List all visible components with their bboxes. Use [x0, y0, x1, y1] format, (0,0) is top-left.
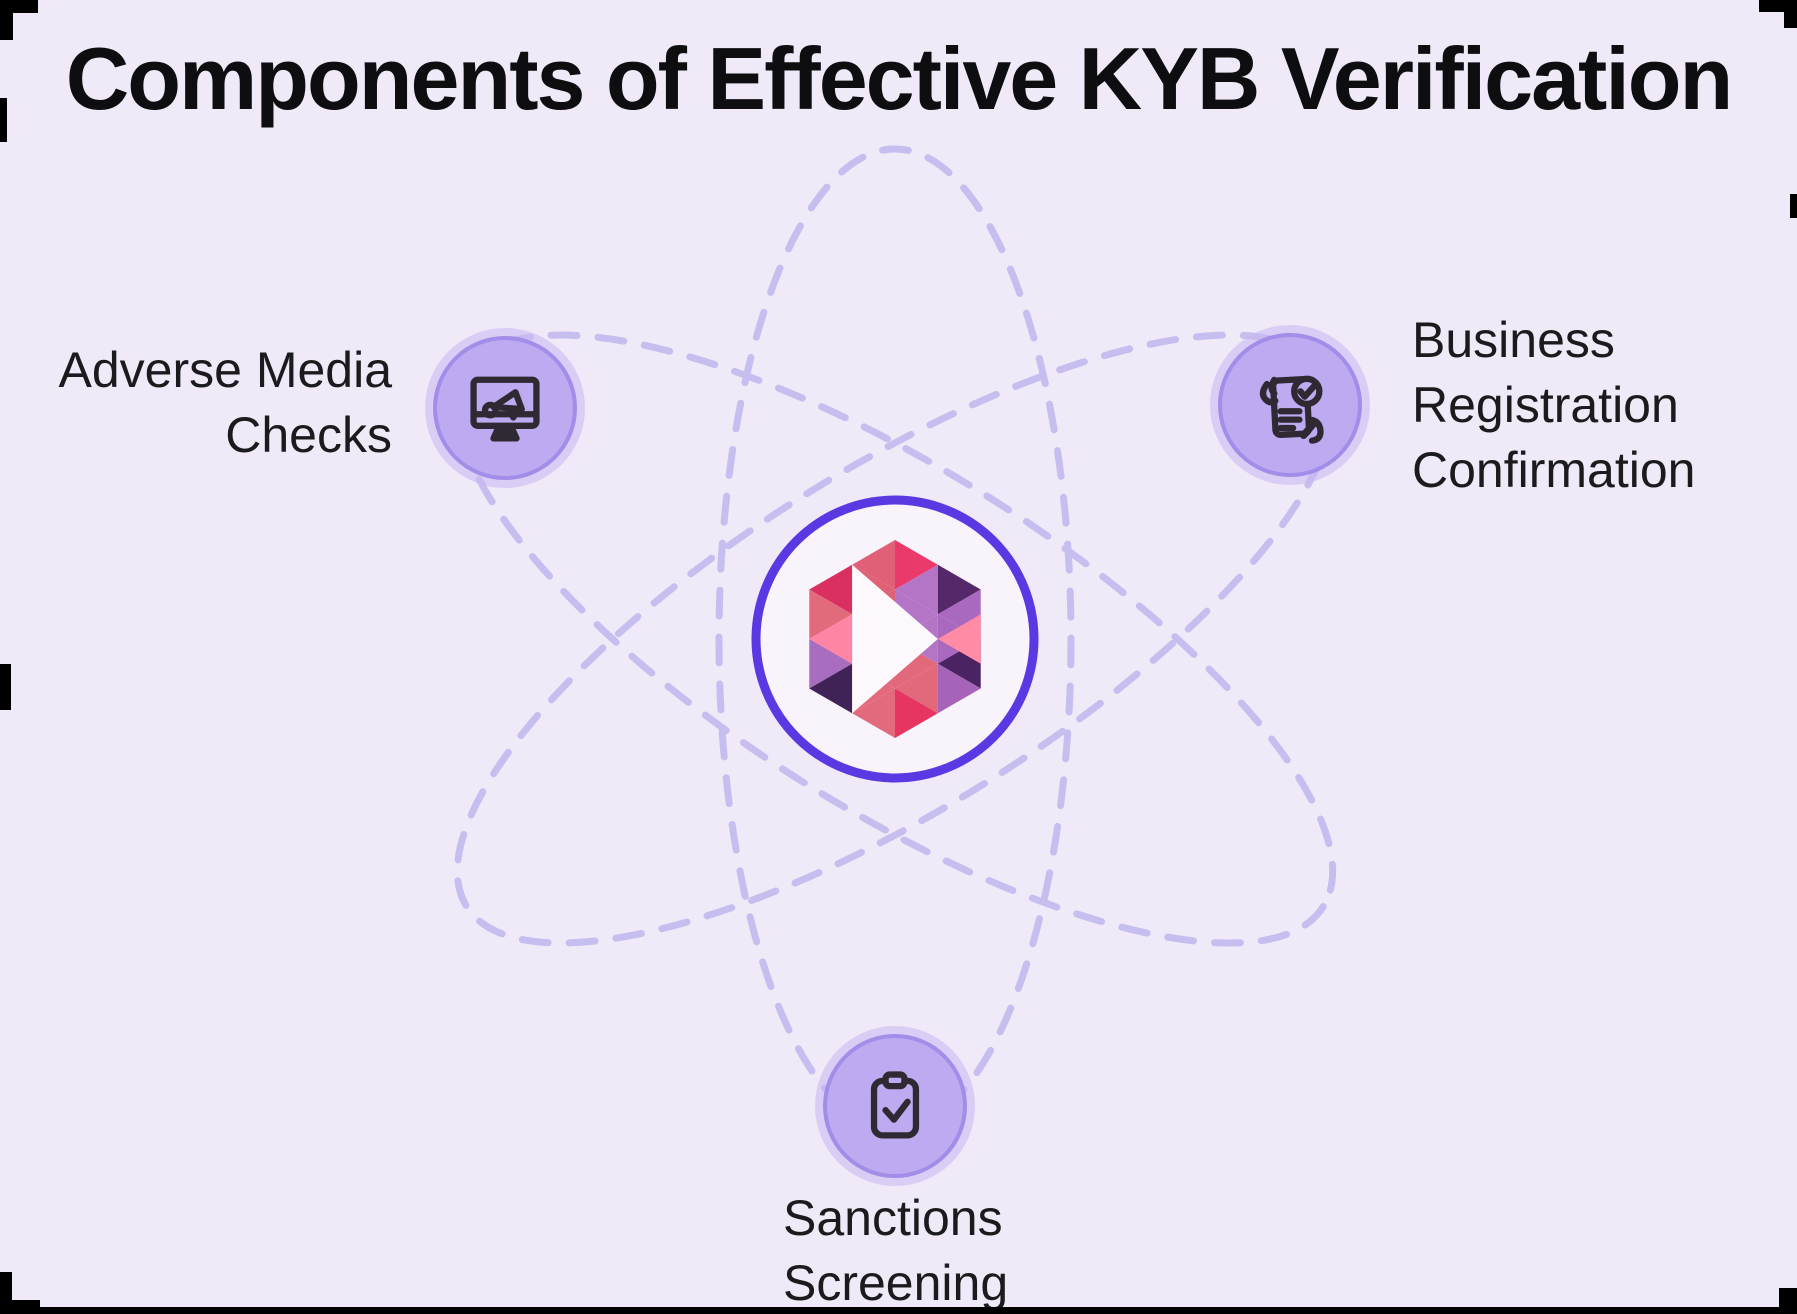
logo-triangle [937, 663, 981, 714]
node-business-registration [1218, 333, 1362, 477]
logo-triangle [852, 688, 895, 738]
label-business-registration: Business Registration Confirmation [1412, 308, 1695, 503]
logo-triangle [937, 564, 981, 615]
label-line: Checks [225, 407, 392, 463]
edge-artifact [1784, 0, 1797, 28]
edge-artifact [0, 1307, 1797, 1314]
label-line: Business [1412, 312, 1615, 368]
label-line: Registration [1412, 377, 1679, 433]
hexagon-play-logo [809, 540, 981, 738]
monitor-megaphone-icon [470, 376, 540, 442]
logo-triangle [937, 614, 981, 664]
hands-document-check-icon [1259, 375, 1324, 444]
label-line: Adverse Media [58, 342, 393, 398]
logo-triangle [895, 688, 938, 738]
node-adverse-media [433, 336, 577, 480]
brand-logo [751, 495, 1039, 783]
label-adverse-media: Adverse Media Checks [0, 338, 393, 468]
orbit-vertical [715, 145, 1075, 1133]
page-title: Components of Effective KYB Verification [65, 29, 1734, 128]
edge-artifact [0, 0, 13, 40]
edge-artifact [0, 664, 11, 710]
clipboard-check-icon [870, 1071, 920, 1139]
logo-triangle [809, 564, 853, 615]
edge-artifact [1779, 1288, 1797, 1314]
logo-triangle [895, 663, 938, 714]
logo-triangle [895, 540, 938, 590]
logo-triangle [809, 589, 853, 639]
edge-artifact [1790, 194, 1797, 218]
logo-triangle [852, 540, 895, 590]
label-line: Screening [783, 1255, 1009, 1311]
logo-triangle [809, 663, 853, 714]
node-sanctions [823, 1034, 967, 1178]
edge-artifact [0, 98, 7, 142]
label-line: Confirmation [1412, 442, 1696, 498]
logo-triangle [852, 564, 938, 714]
logo-triangle [809, 614, 853, 664]
label-line: Sanctions [783, 1190, 1003, 1246]
logo-triangle [895, 564, 938, 615]
logo-triangle [809, 639, 853, 689]
label-sanctions: Sanctions Screening [783, 1186, 1008, 1314]
